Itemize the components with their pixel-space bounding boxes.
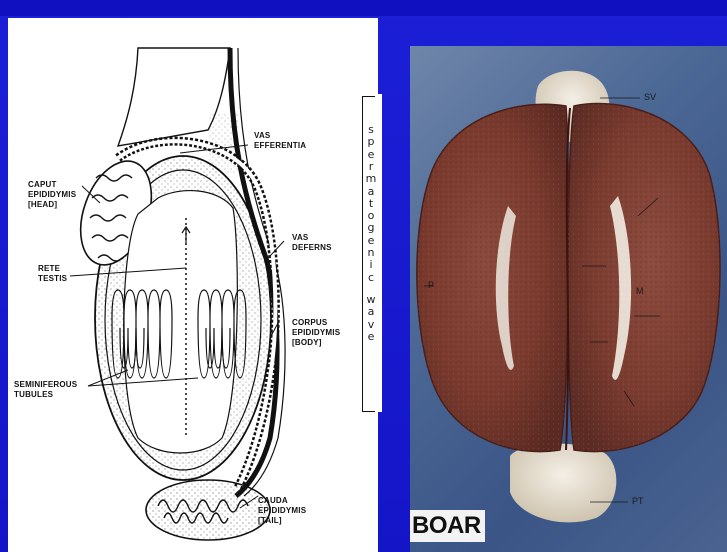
rete-label: RETE: [38, 264, 67, 274]
wave-letter: e: [364, 331, 378, 343]
boar-caption: BOAR: [410, 510, 485, 542]
caput-label-2: EPIDIDYMIS: [28, 190, 76, 200]
photo-tag-left: P: [428, 280, 434, 290]
wave-letter: t: [364, 198, 378, 210]
wave-letter: g: [364, 222, 378, 234]
vas-deferens-label-2: DEFERNS: [292, 243, 332, 253]
cauda-epididymis-tissue: [510, 444, 616, 523]
seminiferous-label: SEMINIFEROUS: [14, 380, 77, 390]
photo-tag-top: SV: [644, 92, 656, 102]
vas-deferens-label: VAS: [292, 233, 332, 243]
cauda-label: CAUDA: [258, 496, 306, 506]
seminiferous-label-2: TUBULES: [14, 390, 77, 400]
wave-letter: m: [364, 173, 378, 185]
caput-label: CAPUT: [28, 180, 76, 190]
photo-tag-mid: M: [636, 286, 644, 296]
wave-letter: s: [364, 124, 378, 136]
photo-tag-bottom: PT: [632, 496, 644, 506]
caput-label-3: [HEAD]: [28, 200, 76, 210]
cauda-epididymis: [146, 480, 270, 540]
wave-letter: r: [364, 161, 378, 173]
boar-testis-photo-svg: [410, 46, 727, 552]
vas-efferentia-label-2: EFFERENTIA: [254, 141, 306, 151]
wave-letter: e: [364, 235, 378, 247]
cauda-label-3: [TAIL]: [258, 516, 306, 526]
testis-diagram: VAS EFFERENTIA CAPUT EPIDIDYMIS [HEAD] R…: [8, 18, 378, 552]
cauda-label-2: EPIDIDYMIS: [258, 506, 306, 516]
testis-parenchyma: [124, 191, 238, 453]
testis-drawing-svg: [8, 18, 378, 552]
vas-efferentia-label: VAS: [254, 131, 306, 141]
wave-letter: w: [364, 294, 378, 306]
wave-letter: n: [364, 247, 378, 259]
wave-letter: o: [364, 210, 378, 222]
wave-letter: v: [364, 319, 378, 331]
slide-top-band: [0, 0, 727, 16]
wave-letter: a: [364, 306, 378, 318]
rete-label-2: TESTIS: [38, 274, 67, 284]
corpus-label-2: EPIDIDYMIS: [292, 328, 340, 338]
wave-letter: e: [364, 149, 378, 161]
wave-letter: i: [364, 259, 378, 271]
wave-letter: c: [364, 272, 378, 284]
boar-testis-photo: SV P M PT BOAR: [410, 46, 727, 552]
corpus-label: CORPUS: [292, 318, 340, 328]
wave-letter: p: [364, 136, 378, 148]
wave-letter: a: [364, 186, 378, 198]
corpus-label-3: [BODY]: [292, 338, 340, 348]
